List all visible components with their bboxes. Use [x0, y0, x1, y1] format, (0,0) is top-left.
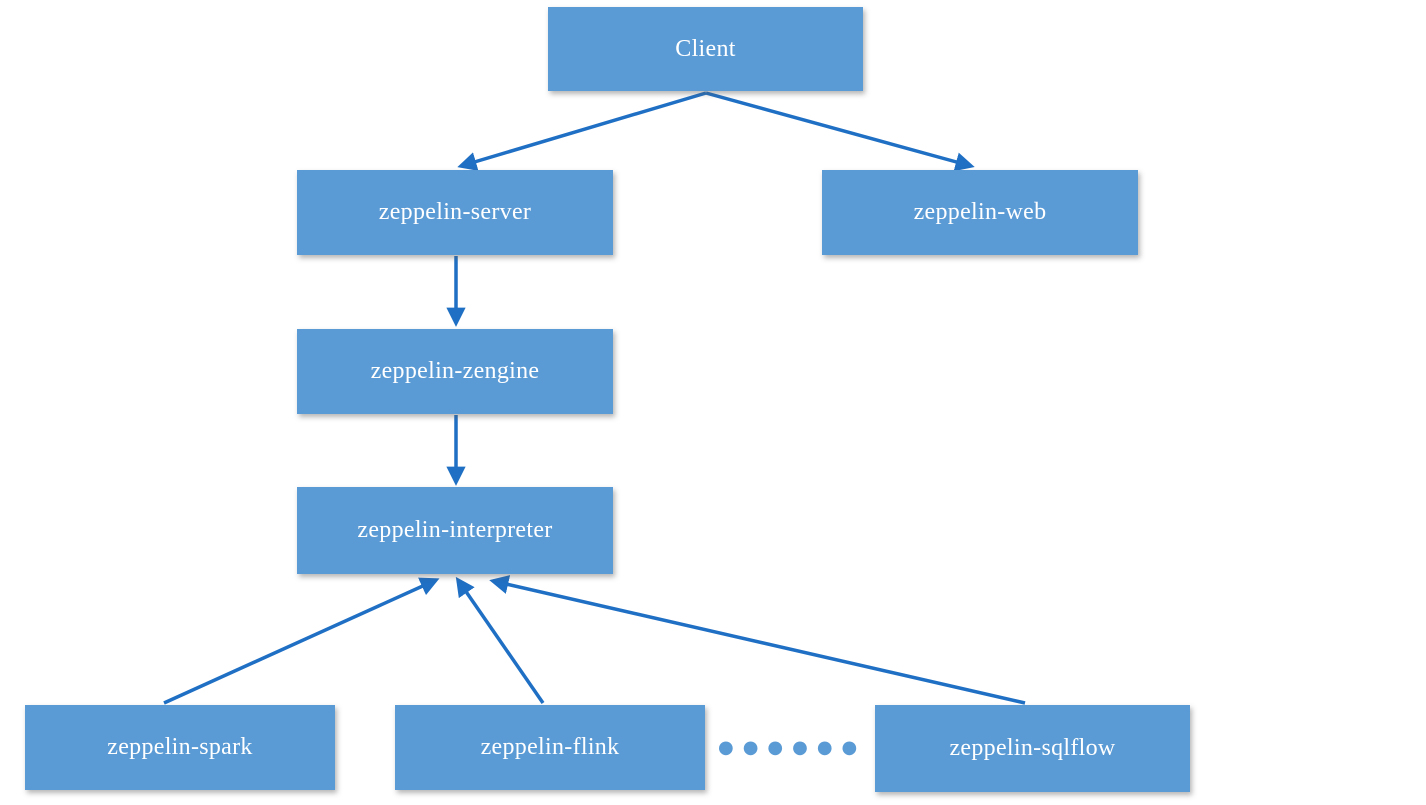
node-zeppelin-sqlflow-label: zeppelin-sqlflow	[949, 735, 1116, 761]
node-zeppelin-zengine: zeppelin-zengine	[297, 329, 613, 414]
arrow-flink-to-interpreter	[455, 576, 545, 704]
node-zeppelin-interpreter-label: zeppelin-interpreter	[357, 517, 553, 543]
node-zeppelin-server: zeppelin-server	[297, 170, 613, 255]
node-zeppelin-web: zeppelin-web	[822, 170, 1138, 255]
node-client-label: Client	[675, 35, 736, 62]
node-client: Client	[548, 7, 863, 91]
node-zeppelin-spark-label: zeppelin-spark	[107, 734, 253, 760]
arrow-sqlflow-to-interpreter	[489, 575, 1026, 705]
node-zeppelin-server-label: zeppelin-server	[378, 199, 532, 225]
arrow-client-to-web	[705, 91, 975, 172]
arrow-client-to-server	[457, 91, 707, 171]
node-zeppelin-web-label: zeppelin-web	[913, 199, 1047, 225]
node-zeppelin-zengine-label: zeppelin-zengine	[370, 358, 540, 384]
ellipsis-dots: ●●●●●●	[718, 737, 867, 758]
node-zeppelin-sqlflow: zeppelin-sqlflow	[875, 705, 1190, 792]
node-zeppelin-flink-label: zeppelin-flink	[480, 734, 620, 760]
arrow-spark-to-interpreter	[163, 577, 440, 705]
node-zeppelin-flink: zeppelin-flink	[395, 705, 705, 790]
node-zeppelin-spark: zeppelin-spark	[25, 705, 335, 790]
node-zeppelin-interpreter: zeppelin-interpreter	[297, 487, 613, 574]
